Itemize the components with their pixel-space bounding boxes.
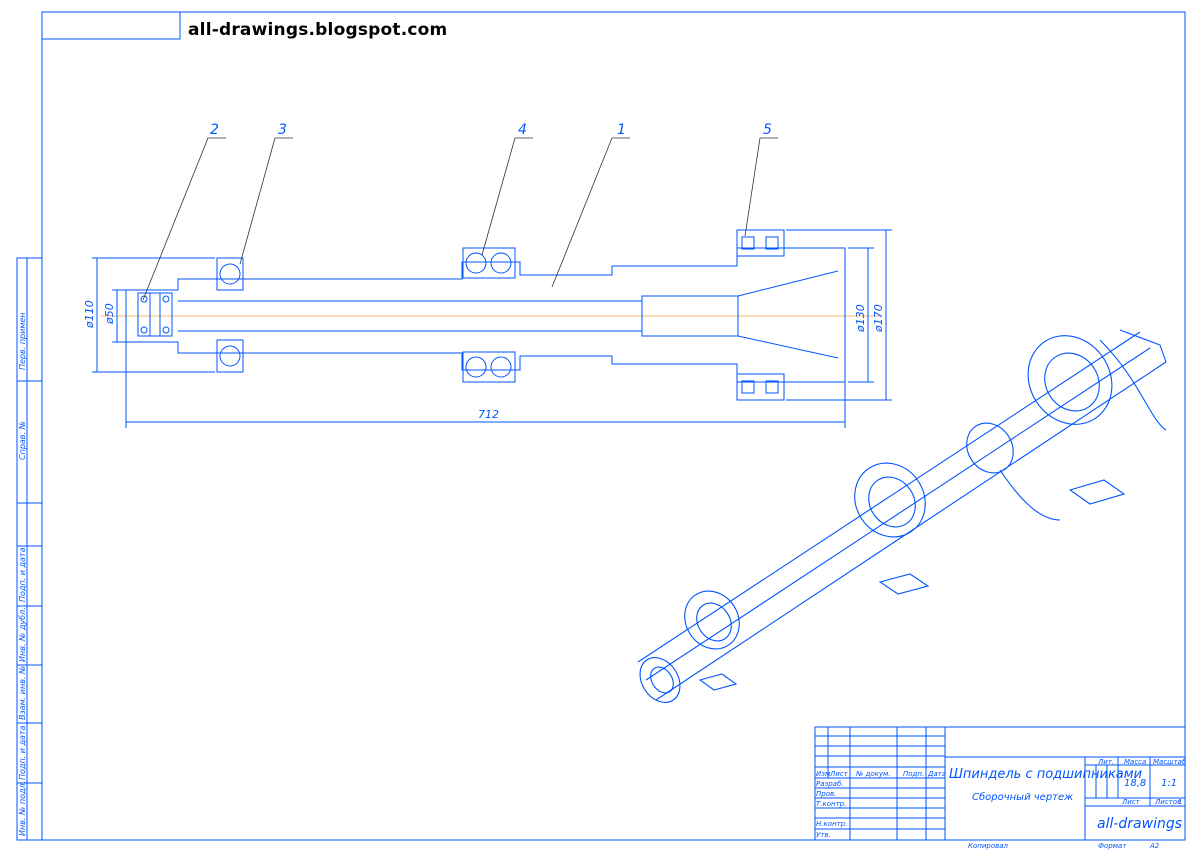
leaders — [142, 137, 778, 301]
svg-text:1:1: 1:1 — [1161, 778, 1177, 789]
svg-text:Н.контр.: Н.контр. — [816, 820, 847, 828]
svg-text:№ докум.: № докум. — [855, 770, 891, 778]
svg-text:Формат: Формат — [1098, 842, 1127, 850]
org-name: all-drawings — [1097, 816, 1182, 832]
dim-d170: ø170 — [872, 304, 885, 333]
isometric-view — [637, 329, 1167, 703]
svg-text:Масштаб: Масштаб — [1153, 758, 1187, 766]
svg-text:Листов: Листов — [1154, 798, 1181, 806]
title-block-text: Шпиндель с подшипниками Сборочный чертеж… — [816, 758, 1187, 850]
callout-numbers: 2 3 4 1 5 — [210, 122, 772, 138]
section-view — [92, 229, 892, 428]
svg-text:Разраб.: Разраб. — [816, 780, 844, 788]
callout-5: 5 — [763, 122, 772, 138]
dimensions — [92, 229, 892, 428]
svg-text:Инв. № подл.: Инв. № подл. — [18, 781, 27, 836]
title-block — [814, 726, 1186, 841]
drawing-title: Шпиндель с подшипниками — [949, 767, 1142, 782]
svg-text:Подп. и дата: Подп. и дата — [18, 547, 27, 602]
svg-text:1: 1 — [1178, 798, 1182, 806]
callout-2: 2 — [210, 122, 219, 138]
svg-text:Подп. и дата: Подп. и дата — [18, 725, 27, 780]
svg-text:Лист: Лист — [829, 770, 849, 778]
callout-1: 1 — [617, 122, 626, 138]
side-stamps — [16, 257, 43, 841]
svg-text:Лист: Лист — [1121, 798, 1141, 806]
svg-text:Утв.: Утв. — [816, 831, 831, 839]
svg-text:Пров.: Пров. — [816, 790, 836, 798]
svg-text:Перв. примен: Перв. примен — [18, 312, 27, 370]
dim-length: 712 — [478, 408, 499, 421]
side-stamp-labels: Перв. примен Справ. № Подп. и дата Инв. … — [18, 312, 27, 836]
site-watermark: all-drawings.blogspot.com — [188, 20, 448, 40]
svg-text:Изм: Изм — [816, 770, 831, 778]
bearing-4 — [462, 247, 516, 383]
bearing-3 — [216, 257, 244, 373]
svg-text:18,8: 18,8 — [1124, 778, 1146, 789]
drawing-subtitle: Сборочный чертеж — [972, 791, 1073, 803]
dimension-labels: ø110 ø50 ø130 ø170 712 — [83, 300, 885, 421]
svg-text:Т.контр.: Т.контр. — [816, 800, 846, 808]
callout-3: 3 — [278, 122, 287, 138]
svg-text:Взам. инв. №: Взам. инв. № — [18, 666, 27, 720]
callout-4: 4 — [518, 122, 527, 138]
corner-stamp — [41, 12, 181, 40]
svg-text:Копировал: Копировал — [968, 842, 1009, 850]
svg-text:Лит.: Лит. — [1097, 758, 1114, 766]
bearing-5 — [736, 229, 785, 401]
bearing-2 — [137, 292, 173, 337]
dim-d130: ø130 — [854, 304, 867, 333]
svg-text:Инв. № дубл.: Инв. № дубл. — [18, 607, 27, 662]
shaft-outline — [125, 247, 846, 383]
svg-text:Подп.: Подп. — [903, 770, 924, 778]
dim-d50: ø50 — [103, 303, 116, 325]
svg-text:А2: А2 — [1149, 842, 1160, 850]
svg-text:Справ. №: Справ. № — [18, 421, 27, 460]
dim-d110: ø110 — [83, 300, 96, 329]
svg-text:Дата: Дата — [927, 770, 946, 778]
svg-text:Масса: Масса — [1124, 758, 1146, 766]
